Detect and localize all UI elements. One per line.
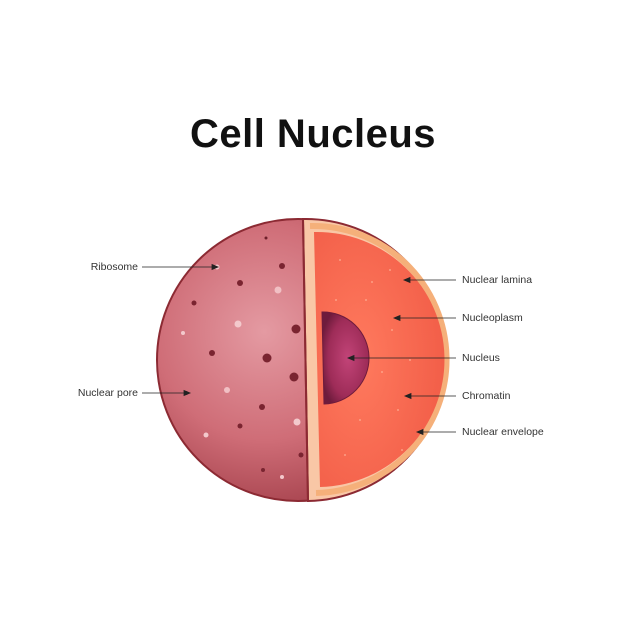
leader-lines [142, 263, 456, 436]
nuclear-lamina-band [309, 222, 450, 496]
label-nuclear-lamina: Nuclear lamina [462, 274, 533, 286]
label-nuclear-envelope: Nuclear envelope [462, 426, 544, 438]
surface-pores [181, 236, 304, 479]
page-title: Cell Nucleus [189, 112, 437, 156]
nucleoplasm-region [314, 231, 445, 487]
label-nucleus: Nucleus [462, 352, 500, 364]
label-nucleoplasm: Nucleoplasm [462, 312, 523, 324]
label-chromatin: Chromatin [462, 390, 511, 402]
nucleolus [321, 311, 370, 405]
label-nuclear-pore: Nuclear pore [77, 387, 138, 399]
nucleoplasm-speckles [335, 259, 411, 456]
label-ribosome: Ribosome [90, 261, 138, 273]
